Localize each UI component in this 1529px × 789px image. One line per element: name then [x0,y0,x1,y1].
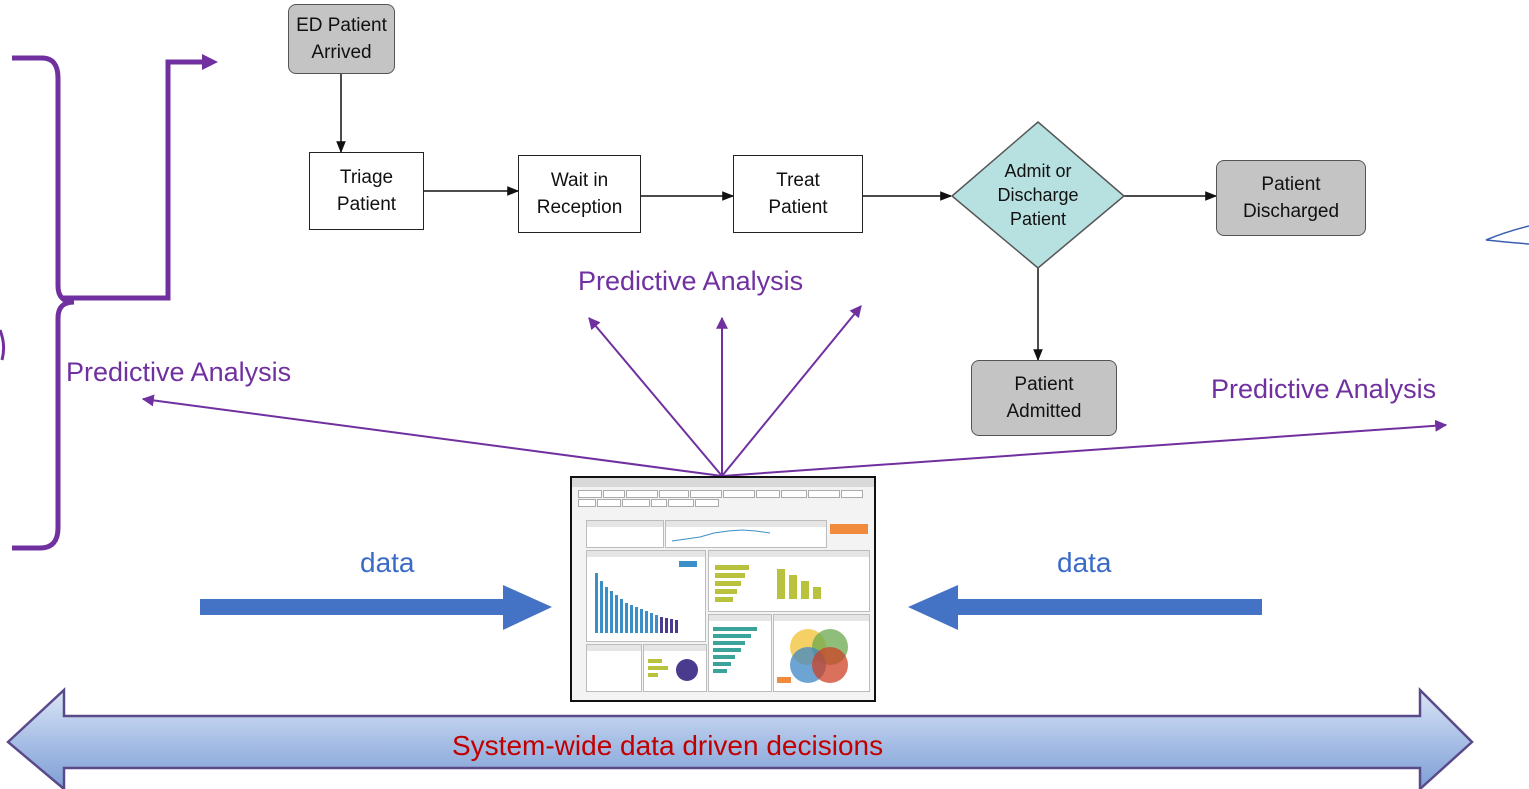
dashboard-toolbar [572,478,874,487]
data-left-label: data [360,547,415,578]
predictive-analysis-left-label: Predictive Analysis [66,357,292,387]
data-right-label: data [1057,547,1112,578]
node-admit-or-discharge: Admit or Discharge Patient [975,150,1101,240]
node-treat-patient-label: Treat Patient [768,170,828,218]
dashboard-tab-strip [578,490,872,508]
node-patient-admitted-label: Patient Admitted [1006,374,1082,422]
dashboard-panel-bars [586,550,706,642]
dashboard-panel-smoking [643,644,707,692]
dashboard-panel-comorbidities [708,614,772,692]
node-triage-patient: Triage Patient [309,152,424,230]
left-curly-bracket [12,55,75,551]
dashboard-panel-population [586,520,664,548]
node-triage-patient-label: Triage Patient [336,167,397,215]
decision-diamond [950,121,1126,269]
left-square-bracket-arrow [62,59,206,301]
node-wait-in-reception: Wait in Reception [518,155,641,233]
data-arrow-right [908,585,1262,630]
node-patient-discharged-label: Patient Discharged [1242,174,1340,222]
predictive-analysis-center-label: Predictive Analysis [578,266,804,296]
dashboard-panel-trend [665,520,827,548]
data-arrow-left [200,585,552,630]
dashboard-orange-button [830,524,868,534]
node-wait-in-reception-label: Wait in Reception [536,170,623,218]
analytics-dashboard-thumbnail [570,476,876,702]
predictive-arrow-left [141,394,723,477]
system-wide-banner-label: System-wide data driven decisions [452,730,884,761]
system-wide-banner-arrow [6,686,1474,789]
node-admit-or-discharge-label: Admit or Discharge Patient [997,161,1079,229]
right-edge-fragment [1485,225,1529,245]
dashboard-panel-hbars [708,550,870,612]
predictive-analysis-right-label: Predictive Analysis [1211,374,1437,404]
predictive-arrow-right [721,419,1448,477]
predictive-arrow-up-left [588,317,723,477]
left-edge-fragment [0,329,6,361]
predictive-arrow-up-right [721,305,862,477]
node-patient-admitted: Patient Admitted [971,360,1117,436]
node-treat-patient: Treat Patient [733,155,863,233]
node-patient-discharged: Patient Discharged [1216,160,1366,236]
node-ed-patient-arrived-label: ED Patient Arrived [296,15,387,63]
left-square-bracket-arrowhead [202,54,218,70]
node-ed-patient-arrived: ED Patient Arrived [288,4,395,74]
dashboard-panel-venn [773,614,870,692]
dashboard-panel-selection [586,644,642,692]
